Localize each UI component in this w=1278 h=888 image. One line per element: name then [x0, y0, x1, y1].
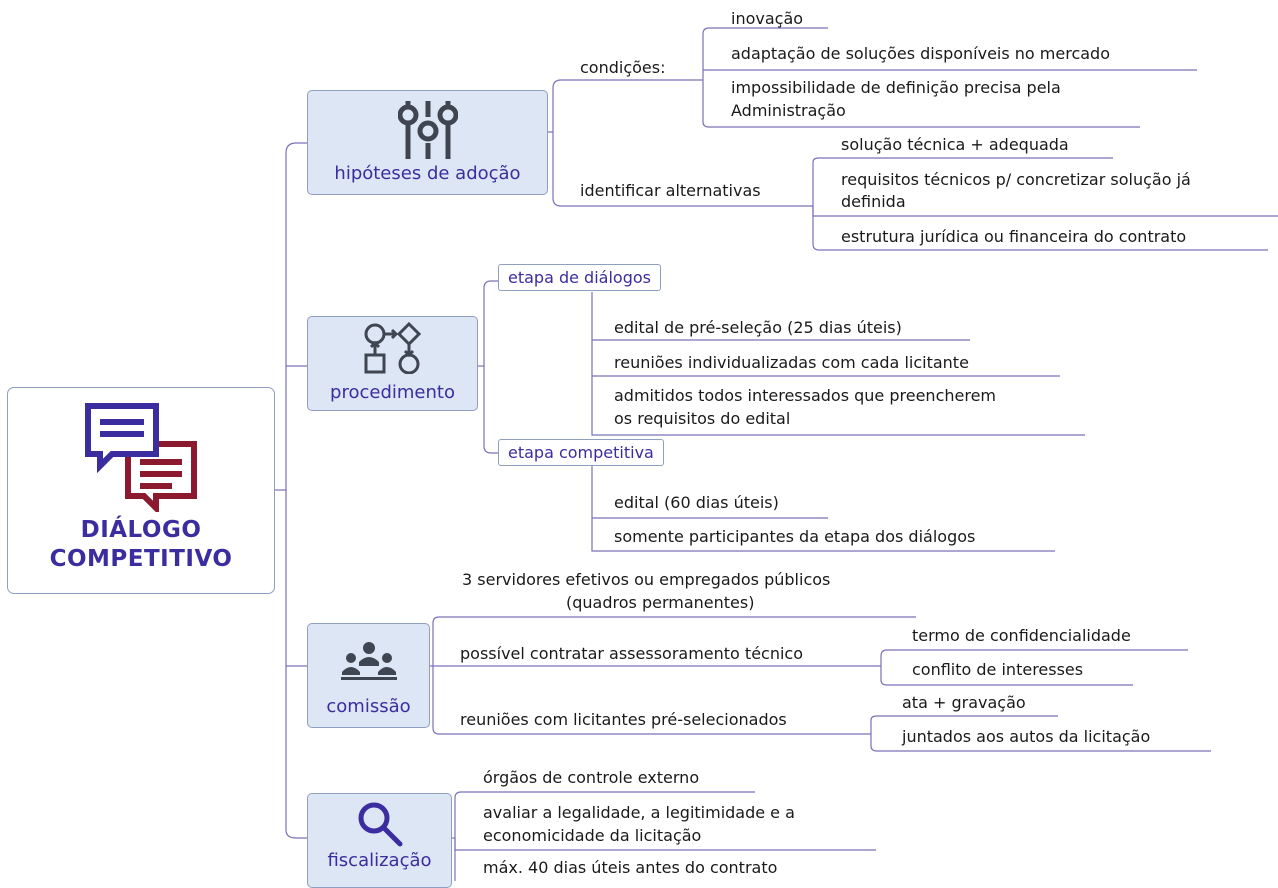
assessoramento-item: conflito de interesses	[912, 660, 1084, 679]
condicao-item: Administração	[731, 101, 846, 120]
alternativas-label: identificar alternativas	[580, 181, 761, 200]
dialogos-item: admitidos todos interessados que preench…	[614, 386, 996, 405]
etapa-dialogos[interactable]: etapa de diálogos	[498, 264, 661, 291]
node-hipoteses-label: hipóteses de adoção	[334, 163, 521, 184]
competitiva-item: somente participantes da etapa dos diálo…	[614, 527, 976, 546]
fiscalizacao-item: máx. 40 dias úteis antes do contrato	[483, 858, 778, 877]
magnifier-icon	[358, 802, 403, 847]
assessoramento-item: termo de confidencialidade	[912, 626, 1131, 645]
root-node[interactable]: DIÁLOGO COMPETITIVO	[7, 387, 275, 594]
servidores-line2: (quadros permanentes)	[566, 593, 755, 612]
root-title: DIÁLOGO COMPETITIVO	[8, 516, 274, 574]
competitiva-item: edital (60 dias úteis)	[614, 493, 779, 512]
alternativa-item: requisitos técnicos p/ concretizar soluç…	[841, 170, 1191, 189]
condicoes-label: condições:	[580, 58, 666, 77]
node-procedimento[interactable]: procedimento	[307, 316, 478, 411]
assessoramento-label: possível contratar assessoramento técnic…	[460, 644, 803, 663]
team-icon	[341, 642, 397, 680]
fiscalizacao-item: avaliar a legalidade, a legitimidade e a	[483, 803, 795, 822]
node-comissao-label: comissão	[326, 696, 411, 717]
dialogos-item: edital de pré-seleção (25 dias úteis)	[614, 318, 902, 337]
condicao-item: adaptação de soluções disponíveis no mer…	[731, 44, 1110, 63]
node-comissao[interactable]: comissão	[307, 623, 430, 728]
node-fiscalizacao-label: fiscalização	[327, 850, 432, 871]
condicao-item: impossibilidade de definição precisa pel…	[731, 78, 1061, 97]
root-title-line1: DIÁLOGO	[80, 517, 202, 543]
etapa-competitiva[interactable]: etapa competitiva	[498, 439, 664, 466]
servidores-line1: 3 servidores efetivos ou empregados públ…	[462, 570, 831, 589]
sliders-icon	[398, 101, 458, 159]
node-procedimento-label: procedimento	[330, 382, 455, 403]
root-title-line2: COMPETITIVO	[49, 546, 233, 572]
node-fiscalizacao[interactable]: fiscalização	[307, 793, 452, 888]
flowchart-icon	[364, 322, 422, 374]
alternativa-item: definida	[841, 192, 906, 211]
condicao-item: inovação	[731, 9, 804, 28]
alternativa-item: estrutura jurídica ou financeira do cont…	[841, 227, 1187, 246]
dialogos-item: os requisitos do edital	[614, 409, 791, 428]
reunioes-item: ata + gravação	[902, 693, 1026, 712]
fiscalizacao-item: órgãos de controle externo	[483, 768, 700, 787]
dialogos-item: reuniões individualizadas com cada licit…	[614, 353, 969, 372]
chat-bubbles-icon	[85, 403, 197, 512]
reunioes-item: juntados aos autos da licitação	[902, 727, 1151, 746]
fiscalizacao-item: economicidade da licitação	[483, 826, 702, 845]
reunioes-label: reuniões com licitantes pré-selecionados	[460, 710, 787, 729]
node-hipoteses-de-adocao[interactable]: hipóteses de adoção	[307, 90, 548, 195]
alternativa-item: solução técnica + adequada	[841, 135, 1069, 154]
